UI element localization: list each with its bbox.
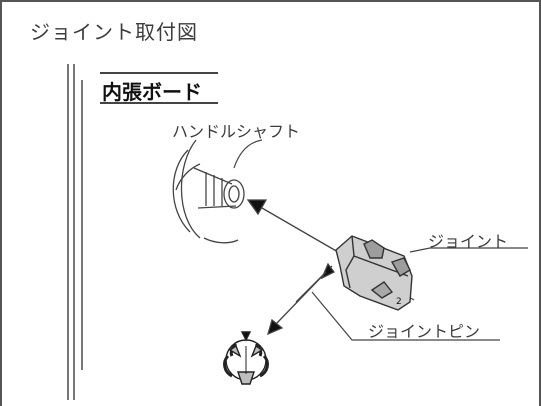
arrow-icon: [246, 199, 339, 336]
handle-shaft-label: ハンドルシャフト: [172, 122, 301, 141]
handle-shaft-icon: [172, 139, 245, 244]
board-label-rule-top: [100, 72, 218, 74]
joint-pin-label: ジョイントピン: [368, 322, 481, 341]
leader-lines: [233, 139, 528, 341]
diagram-title: ジョイント取付図: [30, 20, 198, 44]
joint-pin-icon: [223, 331, 269, 385]
joint-label: ジョイント: [428, 232, 509, 251]
board-label-rule-bottom: [100, 102, 218, 104]
joint-icon: 2: [335, 235, 413, 311]
board-label: 内張ボード: [102, 80, 202, 104]
door-trim-edge-icon: [67, 64, 83, 400]
svg-text:2: 2: [396, 297, 402, 307]
